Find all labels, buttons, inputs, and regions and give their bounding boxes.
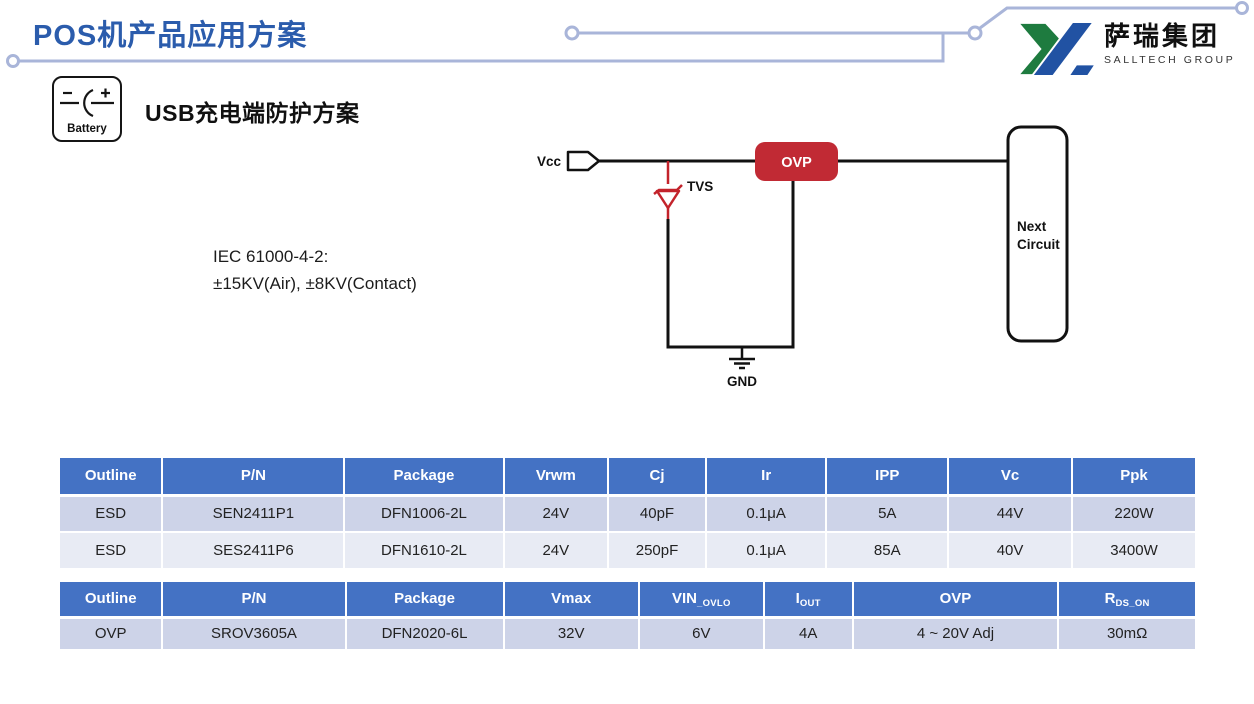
header-text: Vrwm — [535, 467, 576, 485]
header-text: Package — [393, 467, 455, 485]
table-row: ESD SEN2411P1 DFN1006-2L 24V 40pF 0.1μA … — [57, 494, 1197, 533]
logo-name-en: SALLTECH GROUP — [1104, 53, 1236, 66]
header-text: Package — [394, 590, 455, 608]
ovp-block — [755, 142, 838, 181]
header-text: Ir — [761, 467, 772, 485]
next-circuit-block — [1006, 125, 1069, 343]
iec-line2: ±15KV(Air), ±8KV(Contact) — [213, 274, 417, 294]
ovp-label: OVP — [781, 155, 812, 171]
battery-icon-card: Battery — [52, 76, 122, 142]
logo-name-cn: 萨瑞集团 — [1104, 21, 1221, 51]
decorative-trace-lines — [6, 1, 1249, 68]
header-text: Ppk — [1120, 467, 1148, 485]
header-cell-ipp: IPP — [825, 456, 950, 497]
tvs-diode-icon — [655, 189, 681, 210]
table-row: OVP SROV3605A DFN2020-6L 32V 6V 4A 4 ~ 2… — [57, 616, 1197, 651]
header-text: Vmax — [551, 590, 592, 608]
table-cell: 40pF — [607, 494, 707, 533]
table-cell: 85A — [825, 531, 950, 570]
table-cell: SROV3605A — [161, 616, 347, 651]
section-heading: USB充电端防护方案 — [145, 100, 360, 126]
table-cell: 0.1μA — [704, 531, 828, 570]
logo-text-block: 萨瑞集团 SALLTECH GROUP — [1104, 21, 1236, 66]
esd-header-row: Outline P/N Package Vrwm Cj Ir IPP Vc Pp… — [57, 456, 1197, 497]
ovp-part-table: Outline P/N Package Vmax VIN_OVLO IOUT O… — [57, 580, 1197, 651]
header-cell-ir: Ir — [704, 456, 828, 497]
header-cell-vmax: Vmax — [502, 580, 640, 619]
header-cell-outline: Outline — [57, 580, 164, 619]
table-cell: 220W — [1071, 494, 1197, 533]
table-cell: DFN2020-6L — [344, 616, 505, 651]
battery-cell-icon — [60, 88, 114, 118]
header-text: Vc — [1000, 467, 1020, 485]
header-cell-pn: P/N — [161, 580, 347, 619]
company-logo: 萨瑞集团 SALLTECH GROUP — [1020, 21, 1236, 76]
table-cell: 24V — [502, 494, 610, 533]
header-text: P/N — [241, 590, 267, 608]
header-cell-vin-ovlo: VIN_OVLO — [637, 580, 765, 619]
table-cell: 40V — [947, 531, 1073, 570]
table-cell: 0.1μA — [704, 494, 828, 533]
circuit-diagram: Vcc TVS GND OVP Next Circuit — [537, 125, 1069, 389]
table-cell: ESD — [57, 494, 164, 533]
header-cell-vc: Vc — [947, 456, 1073, 497]
header-text: Outline — [84, 590, 137, 608]
header-text: I — [795, 590, 800, 608]
next-circuit-label-line2: Circuit — [1017, 237, 1060, 252]
ovp-header-row: Outline P/N Package Vmax VIN_OVLO IOUT O… — [57, 580, 1197, 619]
header-cell-cj: Cj — [607, 456, 707, 497]
table-cell: 3400W — [1071, 531, 1197, 570]
table-cell: 24V — [502, 531, 610, 570]
table-cell: DFN1006-2L — [343, 494, 505, 533]
header-text: OVP — [939, 590, 972, 608]
table-cell: 44V — [947, 494, 1073, 533]
header-subscript: OUT — [799, 598, 821, 610]
tvs-label: TVS — [687, 179, 713, 194]
page-title: POS机产品应用方案 — [33, 20, 308, 52]
table-cell: 6V — [637, 616, 765, 651]
vcc-label: Vcc — [537, 154, 562, 169]
esd-parts-table: Outline P/N Package Vrwm Cj Ir IPP Vc Pp… — [57, 456, 1197, 570]
table-cell: ESD — [57, 531, 164, 570]
table-cell: 30mΩ — [1057, 616, 1197, 651]
iec-line1: IEC 61000-4-2: — [213, 247, 329, 266]
table-cell: 5A — [825, 494, 950, 533]
header-cell-package: Package — [343, 456, 505, 497]
table-cell: 250pF — [607, 531, 707, 570]
header-text: P/N — [240, 467, 266, 485]
header-text: R — [1104, 590, 1116, 608]
header-text: Outline — [84, 467, 137, 485]
table-cell: 4 ~ 20V Adj — [851, 616, 1060, 651]
table-cell: OVP — [57, 616, 164, 651]
header-cell-ppk: Ppk — [1071, 456, 1197, 497]
iec-standard-note: IEC 61000-4-2: ±15KV(Air), ±8KV(Contact) — [213, 243, 417, 297]
header-cell-iout: IOUT — [762, 580, 854, 619]
table-cell: SES2411P6 — [161, 531, 346, 570]
header-text: VIN — [672, 590, 698, 608]
table-cell: 4A — [762, 616, 854, 651]
header-text: Cj — [649, 467, 665, 485]
header-cell-ovp: OVP — [851, 580, 1060, 619]
header-text: IPP — [875, 467, 900, 485]
header-cell-pn: P/N — [161, 456, 346, 497]
table-row: ESD SES2411P6 DFN1610-2L 24V 250pF 0.1μA… — [57, 531, 1197, 570]
table-cell: SEN2411P1 — [161, 494, 346, 533]
header-subscript: DS_ON — [1115, 598, 1150, 610]
header-cell-outline: Outline — [57, 456, 164, 497]
table-cell: 32V — [502, 616, 640, 651]
header-cell-rdson: RDS_ON — [1057, 580, 1197, 619]
header-cell-vrwm: Vrwm — [502, 456, 610, 497]
battery-label: Battery — [67, 123, 107, 135]
header-cell-package: Package — [344, 580, 505, 619]
salltech-logo-icon — [1020, 22, 1094, 76]
table-cell: DFN1610-2L — [343, 531, 505, 570]
vcc-connector-icon — [566, 150, 601, 172]
gnd-label: GND — [727, 374, 757, 389]
next-circuit-label-line1: Next — [1017, 219, 1047, 234]
header-subscript: _OVLO — [697, 598, 731, 610]
